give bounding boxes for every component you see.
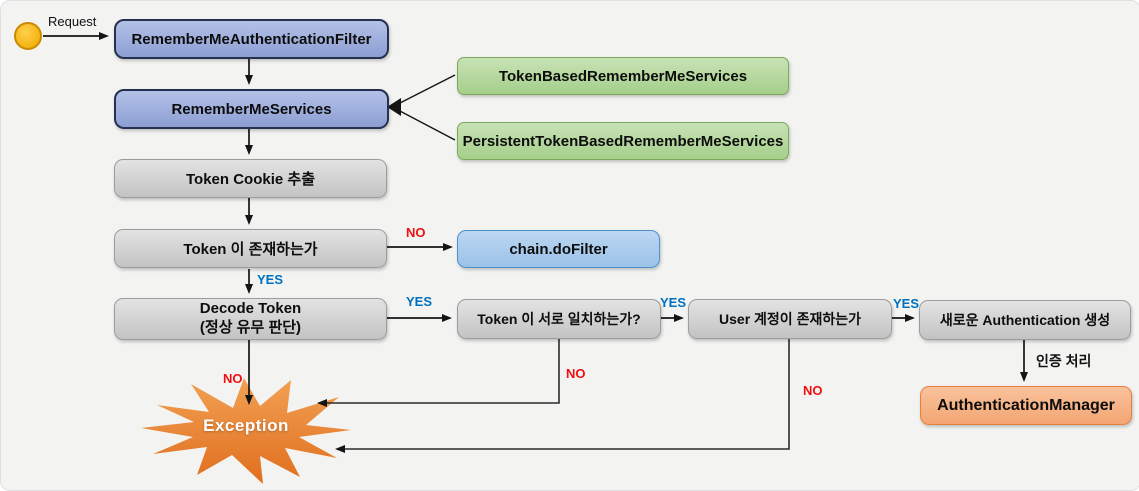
node-label: PersistentTokenBasedRememberMeServices <box>462 132 784 150</box>
node-label: Token Cookie 추출 <box>185 171 315 188</box>
node-token-match: Token 이 서로 일치하는가? <box>457 299 661 339</box>
edge-services-arrowhead <box>387 98 401 116</box>
auth-process-label: 인증 처리 <box>1036 353 1092 369</box>
node-decode-token: Decode Token (정상 유무 판단) <box>114 298 387 340</box>
request-label: Request <box>48 14 97 29</box>
node-label: User 계정이 존재하는가 <box>719 311 861 327</box>
node-chain-dofilter: chain.doFilter <box>457 230 660 268</box>
no-label-user-exists: NO <box>803 383 823 398</box>
edge-match-exception-no <box>317 339 560 407</box>
node-label: AuthenticationManager <box>937 396 1115 414</box>
node-label: RememberMeAuthenticationFilter <box>131 30 372 48</box>
yes-label-user-exists: YES <box>893 296 920 311</box>
exception-node-label: Exception <box>203 416 289 435</box>
node-label: Token 이 서로 일치하는가? <box>477 311 641 327</box>
node-user-exists: User 계정이 존재하는가 <box>688 299 892 339</box>
node-label: RememberMeServices <box>171 100 332 118</box>
edge-persistent-services <box>397 109 456 141</box>
node-new-authentication: 새로운 Authentication 생성 <box>919 300 1131 340</box>
node-token-based-remember-me-services: TokenBasedRememberMeServices <box>457 57 789 95</box>
node-label-line1: Decode Token <box>199 300 302 318</box>
edge-tokenbased-services <box>397 74 456 105</box>
no-label-decode: NO <box>223 371 243 386</box>
node-remember-me-authentication-filter: RememberMeAuthenticationFilter <box>114 19 389 59</box>
node-authentication-manager: AuthenticationManager <box>920 386 1132 425</box>
node-token-exists: Token 이 존재하는가 <box>114 229 387 268</box>
no-label-token-match: NO <box>566 366 586 381</box>
yes-label-token-exists: YES <box>257 272 284 287</box>
node-label: TokenBasedRememberMeServices <box>498 67 748 85</box>
node-label: chain.doFilter <box>509 240 608 258</box>
no-label-token-exists: NO <box>406 225 426 240</box>
yes-label-decode: YES <box>406 294 433 309</box>
exception-starburst <box>141 378 351 484</box>
edge-user-exception-no <box>335 339 790 453</box>
node-token-cookie-extract: Token Cookie 추출 <box>114 159 387 198</box>
node-persistent-token-based-remember-me-services: PersistentTokenBasedRememberMeServices <box>457 122 789 160</box>
node-label: 새로운 Authentication 생성 <box>939 312 1111 328</box>
start-node <box>14 22 42 50</box>
node-label: Token 이 존재하는가 <box>183 241 318 258</box>
yes-label-token-match: YES <box>660 295 687 310</box>
node-label-line2: (정상 유무 판단) <box>199 319 302 336</box>
node-remember-me-services: RememberMeServices <box>114 89 389 129</box>
